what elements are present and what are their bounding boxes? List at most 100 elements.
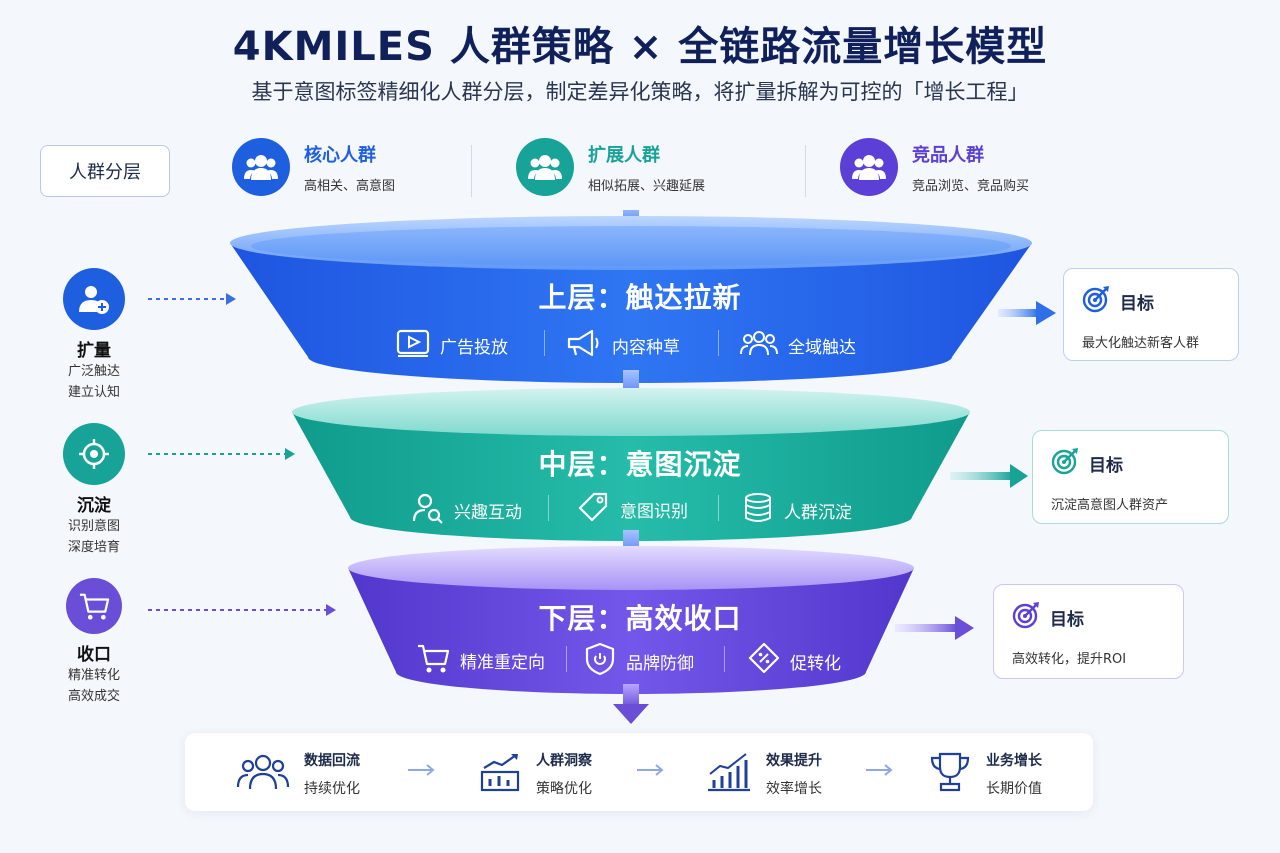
feature-label: 意图识别	[620, 502, 688, 522]
feature-brand-defense: 品牌防御	[584, 642, 694, 681]
goal-arrow	[998, 301, 1056, 325]
feature-label: 促转化	[790, 654, 841, 674]
goal-target-icon	[1012, 601, 1040, 634]
goal-desc: 高效转化，提升ROI	[1012, 652, 1127, 667]
goal-arrow	[895, 616, 974, 640]
layer-title-top: 上层：触达拉新	[538, 281, 742, 314]
users-icon	[740, 328, 778, 363]
users-icon	[236, 752, 290, 796]
loop-title: 数据回流	[304, 753, 360, 769]
stage-close: 收口 精准转化 高效成交	[34, 578, 154, 707]
audience-extended: 扩展人群 相似拓展、兴趣延展	[516, 138, 705, 196]
layer-title-middle: 中层：意图沉淀	[538, 448, 742, 481]
megaphone-icon	[566, 328, 602, 363]
stage-name: 扩量	[77, 341, 111, 361]
arrow-right-icon	[866, 762, 894, 781]
audience-desc: 竞品浏览、竞品购买	[912, 178, 1030, 194]
arrow-right-icon	[637, 762, 665, 781]
feature-label: 精准重定向	[460, 653, 545, 673]
tag-icon	[576, 490, 610, 529]
goal-title: 目标	[1050, 610, 1084, 630]
feature-label: 人群沉淀	[784, 503, 852, 523]
layer-label: 人群分层	[40, 145, 170, 197]
goal-target-icon	[1082, 285, 1110, 318]
feature-interest: 兴趣互动	[412, 492, 522, 529]
bar-chart-icon	[478, 752, 522, 796]
goal-desc: 最大化触达新客人群	[1082, 336, 1200, 351]
divider	[548, 495, 549, 521]
loop-step: 业务增长长期价值	[928, 750, 1042, 798]
dashed-arrow	[148, 604, 336, 616]
feature-label: 品牌防御	[626, 654, 694, 674]
stage-desc-line: 精准转化	[67, 668, 120, 683]
flow-arrow-down	[613, 684, 649, 724]
goal-title: 目标	[1120, 294, 1154, 314]
feature-label: 全域触达	[788, 338, 856, 358]
loop-desc: 长期价值	[986, 781, 1042, 797]
feature-precipitate: 人群沉淀	[742, 492, 852, 529]
loop-title: 人群洞察	[536, 753, 592, 769]
dashed-arrow	[148, 448, 295, 460]
users-icon	[232, 138, 290, 196]
feature-omni: 全域触达	[740, 328, 856, 363]
divider	[718, 330, 719, 356]
trophy-icon	[928, 751, 972, 797]
growth-chart-icon	[706, 752, 752, 796]
feature-retarget: 精准重定向	[416, 642, 545, 679]
goal-card-bottom: 目标 高效转化，提升ROI	[993, 584, 1184, 679]
divider	[471, 145, 472, 197]
layer-title-bottom: 下层：高效收口	[538, 602, 742, 635]
feature-content: 内容种草	[566, 328, 680, 363]
cart-icon	[66, 578, 122, 634]
stage-expand: 扩量 广泛触达 建立认知	[34, 268, 154, 403]
loop-desc: 持续优化	[304, 781, 360, 797]
page-title: 4KMILES 人群策略 × 全链路流量增长模型	[232, 24, 1048, 70]
loop-step: 人群洞察策略优化	[478, 750, 592, 798]
loop-desc: 策略优化	[536, 781, 592, 797]
cart-icon	[416, 642, 450, 679]
audience-name: 扩展人群	[588, 144, 660, 166]
stage-desc-line: 深度培育	[67, 540, 120, 555]
funnel-layer-middle	[292, 388, 970, 541]
target-icon	[63, 423, 125, 485]
goal-title: 目标	[1089, 456, 1123, 476]
stage-desc-line: 高效成交	[67, 689, 120, 704]
loop-title: 效果提升	[766, 753, 822, 769]
stage-desc-line: 建立认知	[67, 385, 120, 400]
users-icon	[516, 138, 574, 196]
layer-label-text: 人群分层	[69, 162, 141, 183]
audience-name: 核心人群	[304, 144, 376, 166]
loop-step: 效果提升效率增长	[706, 750, 822, 798]
divider	[566, 646, 567, 672]
goal-card-top: 目标 最大化触达新客人群	[1063, 268, 1239, 361]
feature-label: 内容种草	[612, 338, 680, 358]
divider	[544, 330, 545, 356]
database-icon	[742, 492, 774, 529]
user-search-icon	[412, 492, 444, 529]
page-subtitle: 基于意图标签精细化人群分层，制定差异化策略，将扩量拆解为可控的「增长工程」	[251, 80, 1029, 104]
audience-name: 竞品人群	[912, 144, 984, 166]
shield-icon	[584, 642, 616, 681]
feature-label: 兴趣互动	[454, 503, 522, 523]
stage-desc-line: 广泛触达	[67, 364, 120, 379]
goal-target-icon	[1051, 447, 1079, 480]
audience-core: 核心人群 高相关、高意图	[232, 138, 395, 196]
loop-title: 业务增长	[986, 753, 1042, 769]
goal-arrow	[950, 464, 1028, 488]
feature-intent: 意图识别	[576, 490, 688, 529]
feature-label: 广告投放	[440, 338, 508, 358]
funnel-layer-top	[230, 216, 1032, 383]
audience-desc: 相似拓展、兴趣延展	[588, 178, 706, 194]
stage-precipitate: 沉淀 识别意图 深度培育	[34, 423, 154, 558]
goal-desc: 沉淀高意图人群资产	[1051, 498, 1169, 513]
stage-name: 收口	[77, 645, 111, 665]
divider	[724, 646, 725, 672]
divider	[718, 495, 719, 521]
dashed-arrow	[148, 293, 236, 305]
goal-card-middle: 目标 沉淀高意图人群资产	[1032, 430, 1229, 524]
arrow-right-icon	[408, 762, 436, 781]
loop-step: 数据回流持续优化	[236, 750, 360, 798]
user-plus-icon	[63, 268, 125, 330]
stage-name: 沉淀	[77, 496, 111, 516]
